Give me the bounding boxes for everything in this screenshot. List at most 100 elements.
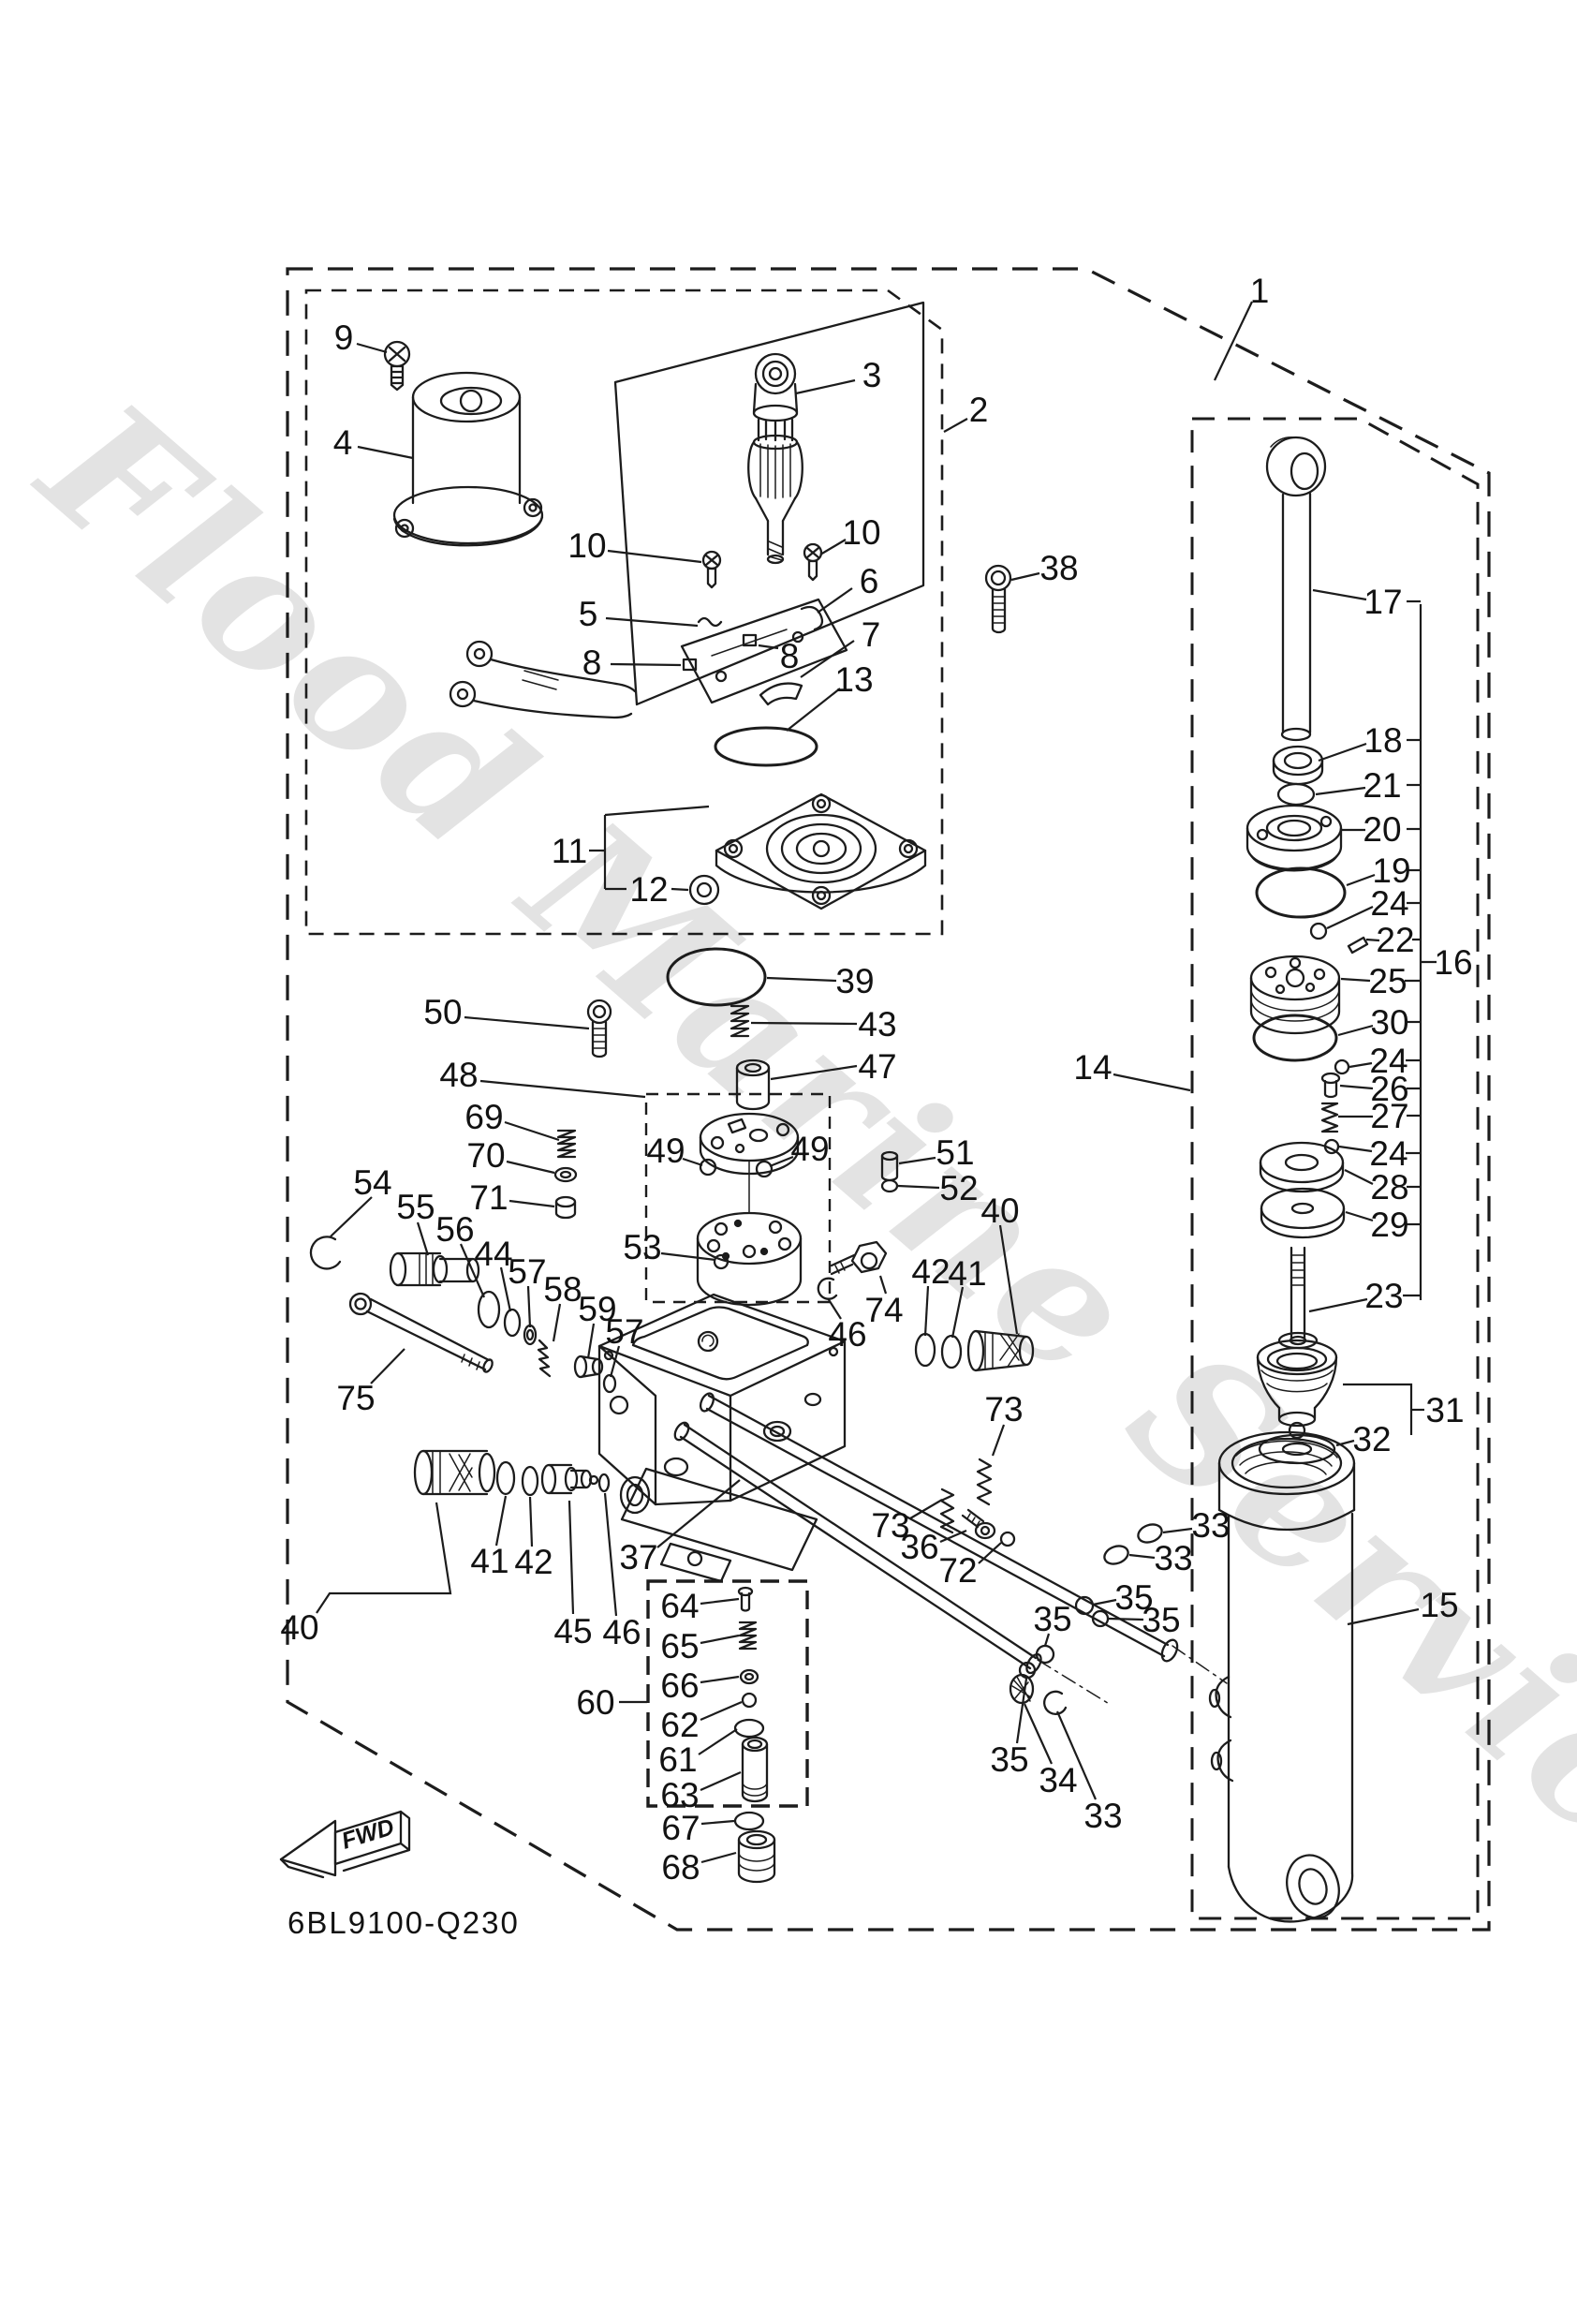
leader-line-14: [1113, 1073, 1191, 1092]
part-label-34: 34: [1039, 1761, 1077, 1799]
part-spring-27: [1320, 1102, 1339, 1133]
part-label-35: 35: [1142, 1601, 1180, 1639]
part-rod-23: [1277, 1246, 1319, 1350]
part-piston-25: [1249, 955, 1341, 1035]
part-ball-72: [999, 1531, 1016, 1547]
part-armature-3: [747, 352, 803, 565]
leader-line-33: [1055, 1710, 1098, 1800]
connector-line: [1343, 1383, 1413, 1435]
part-ball-62: [741, 1692, 758, 1709]
leader-line-44: [499, 1266, 512, 1312]
part-label-41: 41: [470, 1542, 508, 1580]
part-label-25: 25: [1368, 962, 1407, 1000]
leader-line-33: [1162, 1527, 1193, 1534]
leader-line-33: [1128, 1553, 1156, 1560]
part-oring-33-a: [1137, 1523, 1163, 1544]
part-label-73: 73: [984, 1390, 1023, 1428]
leader-line-53: [660, 1251, 716, 1262]
part-label-22: 22: [1376, 921, 1414, 959]
part-ball-24-b: [1334, 1058, 1350, 1075]
part-label-61: 61: [658, 1740, 697, 1779]
leader-line-67: [700, 1819, 735, 1826]
part-valve-45: [540, 1463, 599, 1495]
part-label-5: 5: [579, 595, 598, 633]
part-bushing-47: [735, 1058, 771, 1111]
wire-harness: [449, 640, 637, 719]
leader-line-30: [1337, 1024, 1374, 1037]
part-label-67: 67: [661, 1809, 700, 1847]
leader-line-38: [1010, 571, 1040, 582]
leader-line-9: [356, 342, 388, 354]
leader-line-23: [1308, 1297, 1368, 1313]
leader-line-52: [897, 1184, 940, 1190]
part-plug-59: [573, 1354, 604, 1379]
diagram-code: 6BL9100-Q230: [287, 1905, 520, 1940]
leader-line-3: [795, 378, 856, 395]
part-label-3: 3: [862, 356, 882, 394]
part-label-6: 6: [860, 562, 879, 600]
leader-line-55: [416, 1221, 430, 1256]
part-label-35: 35: [1114, 1578, 1153, 1617]
part-oring-46-lower: [597, 1473, 611, 1493]
part-label-27: 27: [1370, 1097, 1408, 1135]
part-oring-13: [714, 726, 818, 767]
part-clip-33-bottom: [1043, 1690, 1068, 1715]
part-base-11: [715, 792, 927, 910]
part-label-18: 18: [1363, 721, 1402, 760]
leader-line-13: [786, 688, 841, 732]
part-label-54: 54: [353, 1163, 391, 1202]
part-filter-40-lower: [413, 1449, 496, 1496]
leader-line-50: [464, 1015, 590, 1030]
part-label-36: 36: [900, 1528, 938, 1566]
part-oring-42-upper: [914, 1332, 936, 1368]
leader-line-75: [370, 1348, 405, 1384]
leader-line-47: [770, 1064, 858, 1081]
part-label-72: 72: [938, 1551, 977, 1590]
part-label-14: 14: [1073, 1048, 1112, 1087]
part-cylinder-15: [1208, 1430, 1356, 1923]
leader-line-43: [750, 1021, 858, 1026]
part-label-21: 21: [1363, 766, 1401, 805]
part-plug-74: [830, 1240, 888, 1276]
part-spring-43: [730, 1004, 750, 1038]
connector-line: [604, 805, 710, 817]
leader-line-70: [506, 1160, 555, 1175]
part-oring-33-b: [1103, 1545, 1129, 1565]
part-label-10: 10: [567, 526, 606, 565]
part-spring-73-upper: [976, 1458, 993, 1506]
leader-line-51: [898, 1156, 936, 1165]
part-label-65: 65: [660, 1627, 699, 1665]
part-bearing-12: [688, 874, 720, 906]
leader-line-65: [700, 1634, 740, 1645]
part-label-8: 8: [780, 637, 800, 675]
part-label-37: 37: [619, 1538, 657, 1576]
connector-line: [316, 1502, 452, 1614]
part-spring-58: [537, 1339, 552, 1378]
part-sleeve-63: [741, 1736, 769, 1803]
part-label-42: 42: [514, 1543, 553, 1581]
part-valve-55: [389, 1251, 480, 1287]
part-label-33: 33: [1083, 1797, 1122, 1835]
part-label-30: 30: [1370, 1003, 1408, 1042]
leader-line-24: [1326, 906, 1374, 929]
part-label-63: 63: [660, 1776, 699, 1814]
part-clip-46-upper: [817, 1277, 838, 1300]
part-label-32: 32: [1352, 1420, 1391, 1458]
part-ball-53: [713, 1253, 730, 1270]
part-label-60: 60: [576, 1683, 614, 1722]
part-label-50: 50: [423, 993, 462, 1031]
part-label-24: 24: [1369, 1042, 1408, 1080]
leader-line-64: [700, 1597, 740, 1606]
part-label-47: 47: [858, 1047, 896, 1086]
part-label-58: 58: [543, 1270, 582, 1309]
part-label-51: 51: [936, 1133, 974, 1172]
leader-line-29: [1345, 1210, 1374, 1222]
leader-line-68: [700, 1851, 737, 1864]
part-label-11: 11: [552, 832, 587, 870]
leader-line-46: [603, 1492, 618, 1617]
part-label-33: 33: [1154, 1539, 1192, 1577]
part-bolt-36: [961, 1508, 996, 1540]
leader-line-26: [1339, 1084, 1374, 1090]
part-label-55: 55: [396, 1188, 435, 1226]
